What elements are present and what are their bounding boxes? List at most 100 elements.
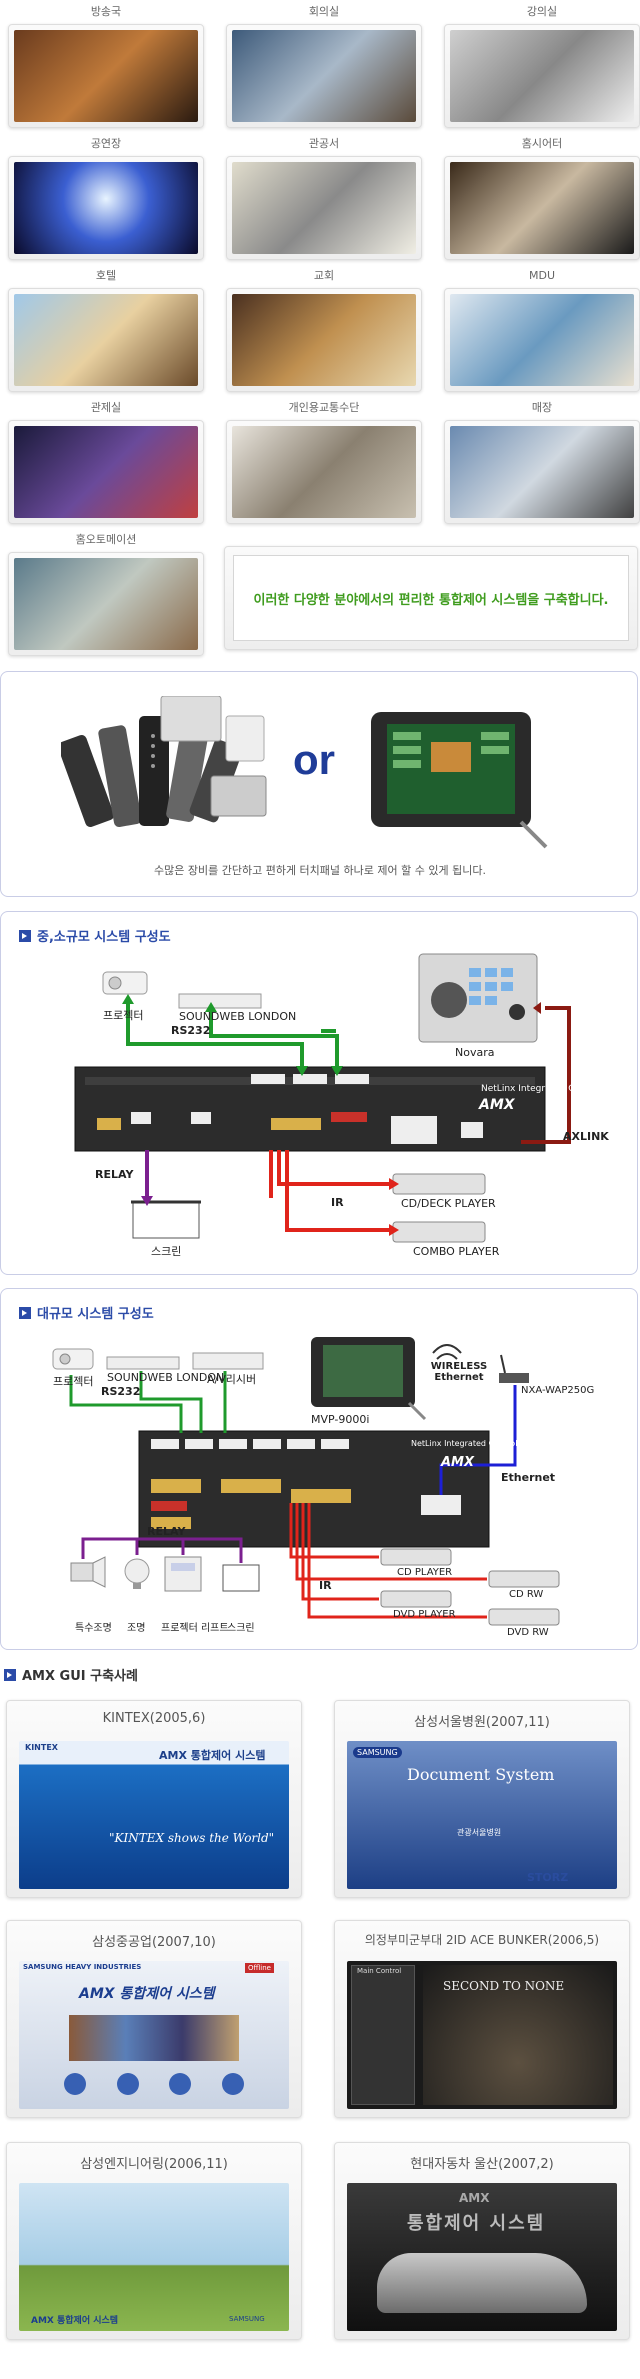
cd-rw-icon (488, 1570, 560, 1588)
venue-photo-meeting-room (232, 30, 416, 122)
venue-photo-government-office (232, 162, 416, 254)
venue-photo-frame (226, 24, 422, 128)
label-projector-lift: 프로젝터 리프트 (161, 1623, 229, 1634)
label-rs232: RS232 (171, 1024, 211, 1037)
special-light-icon (70, 1556, 106, 1588)
screen-icon (131, 1200, 201, 1239)
venue-photo-home-automation (14, 558, 198, 650)
venue-label: 공연장 (90, 137, 122, 150)
label-screen: 스크린 (151, 1245, 182, 1258)
venue-photo-broadcast-studio (14, 30, 198, 122)
dvd-rw-icon (488, 1608, 560, 1626)
label-projector: 프로젝터 (53, 1375, 94, 1388)
case-screenshot: SAMSUNG Document System 관광서울병원 STORZ (347, 1741, 617, 1889)
venue-label: 개인용교통수단 (288, 401, 360, 414)
venue-photo-frame (444, 24, 640, 128)
nxa-wap-icon (499, 1354, 529, 1383)
novara-keypad-icon (418, 953, 538, 1043)
gui-case-samsung-hospital: 삼성서울병원(2007,11) SAMSUNG Document System … (334, 1700, 630, 1898)
label-ir: IR (319, 1579, 332, 1592)
case-title: 의정부미군부대 2ID ACE BUNKER(2006,5) (364, 1933, 600, 1947)
screen-icon (222, 1564, 260, 1592)
remote-controls-image (61, 696, 267, 828)
venue-photo-frame (8, 156, 204, 260)
venue-photo-concert-hall (14, 162, 198, 254)
venue-photo-frame (444, 288, 640, 392)
venue-photo-home-theater (450, 162, 634, 254)
venue-card: 방송국 (8, 4, 204, 128)
venue-photo-mdu-room (450, 294, 634, 386)
venue-photo-church (232, 294, 416, 386)
combo-player-icon (392, 1221, 486, 1243)
bullet-icon (19, 929, 31, 942)
label-soundweb: SOUNDWEB LONDON (179, 1010, 297, 1023)
venue-label: 호텔 (95, 269, 117, 282)
venue-label: 매장 (531, 401, 553, 414)
amx-logo: AMX (441, 1455, 475, 1470)
soundweb-icon (178, 993, 262, 1009)
slogan-box: 이러한 다양한 분야에서의 편리한 통합제어 시스템을 구축합니다. (224, 546, 638, 650)
case-screenshot: KINTEX AMX 통합제어 시스템 "KINTEX shows the Wo… (19, 1741, 289, 1889)
venue-label: MDU (528, 269, 555, 282)
venue-photo-yacht-cockpit (232, 426, 416, 518)
label-relay: RELAY (95, 1168, 134, 1181)
touch-panel-section: or 수많은 장비를 간단하고 편하게 터치패널 하나로 제어 할 수 있게 됩… (0, 671, 638, 897)
av-receiver-icon (192, 1352, 264, 1370)
case-screenshot: AMX 통합제어 시스템 SAMSUNG (19, 2183, 289, 2331)
label-rs232: RS232 (101, 1385, 141, 1398)
small-system-diagram: 중,소규모 시스템 구성도 프로젝터 SOUNDWEB LONDON (0, 911, 638, 1275)
label-cd-rw: CD RW (509, 1589, 544, 1600)
cd-deck-player-icon (392, 1173, 486, 1195)
venue-photo-control-room (14, 426, 198, 518)
small-system-title: 중,소규모 시스템 구성도 (19, 926, 171, 945)
case-title: 삼성중공업(2007,10) (92, 1935, 216, 1950)
venue-label: 방송국 (90, 5, 122, 18)
venue-label: 강의실 (526, 5, 558, 18)
label-mvp: MVP-9000i (311, 1413, 370, 1426)
label-cd-deck: CD/DECK PLAYER (401, 1197, 496, 1210)
label-combo: COMBO PLAYER (413, 1245, 500, 1258)
gui-case-hyundai-motor: 현대자동차 울산(2007,2) AMX 통합제어 시스템 (334, 2142, 630, 2340)
soundweb-icon (106, 1356, 180, 1370)
venue-card: 교회 (226, 268, 422, 392)
mvp-touch-panel-icon (311, 1337, 427, 1421)
venue-photo-frame (226, 156, 422, 260)
label-projector: 프로젝터 (103, 1009, 144, 1022)
small-system-graphic (74, 953, 571, 1243)
label-cd-player: CD PLAYER (397, 1567, 453, 1578)
venue-label: 교회 (313, 269, 335, 282)
gui-case-ace-bunker: 의정부미군부대 2ID ACE BUNKER(2006,5) Main Cont… (334, 1920, 630, 2118)
gui-cases-heading: AMX GUI 구축사례 (4, 1665, 138, 1684)
gui-case-kintex: KINTEX(2005,6) KINTEX AMX 통합제어 시스템 "KINT… (6, 1700, 302, 1898)
venue-card: 개인용교통수단 (226, 400, 422, 524)
large-system-diagram: 대규모 시스템 구성도 프로젝터 SOUN (0, 1288, 638, 1650)
touch-panel-caption: 수많은 장비를 간단하고 편하게 터치패널 하나로 제어 할 수 있게 됩니다. (154, 864, 486, 877)
venue-photo-store (450, 426, 634, 518)
venue-label: 회의실 (308, 5, 340, 18)
bullet-icon (19, 1306, 31, 1319)
case-title: 현대자동차 울산(2007,2) (410, 2157, 554, 2172)
venue-photo-frame (8, 420, 204, 524)
venue-card: 매장 (444, 400, 640, 524)
label-dvd-rw: DVD RW (507, 1627, 549, 1638)
bullet-icon (4, 1668, 16, 1681)
slogan-text: 이러한 다양한 분야에서의 편리한 통합제어 시스템을 구축합니다. (253, 592, 609, 608)
controller-name: NetLinx Integrated Controller (411, 1439, 528, 1448)
venue-photo-frame (226, 288, 422, 392)
venue-label: 홈시어터 (521, 137, 563, 150)
projector-icon (102, 971, 148, 995)
venue-photo-frame (8, 288, 204, 392)
controller-name: NetLinx Integrated Controller (481, 1084, 613, 1094)
case-title: 삼성서울병원(2007,11) (414, 1715, 550, 1730)
venue-photo-frame (444, 156, 640, 260)
projector-icon (52, 1348, 94, 1370)
netlinx-controller-icon (138, 1430, 490, 1548)
touch-panel-image (371, 712, 548, 849)
label-dvd-player: DVD PLAYER (393, 1609, 456, 1620)
projector-lift-icon (164, 1556, 202, 1592)
label-screen: 스크린 (227, 1623, 255, 1634)
label-ethernet: Ethernet (501, 1471, 556, 1484)
venue-card: 강의실 (444, 4, 640, 128)
venue-photo-frame (444, 420, 640, 524)
case-screenshot: AMX 통합제어 시스템 (347, 2183, 617, 2331)
